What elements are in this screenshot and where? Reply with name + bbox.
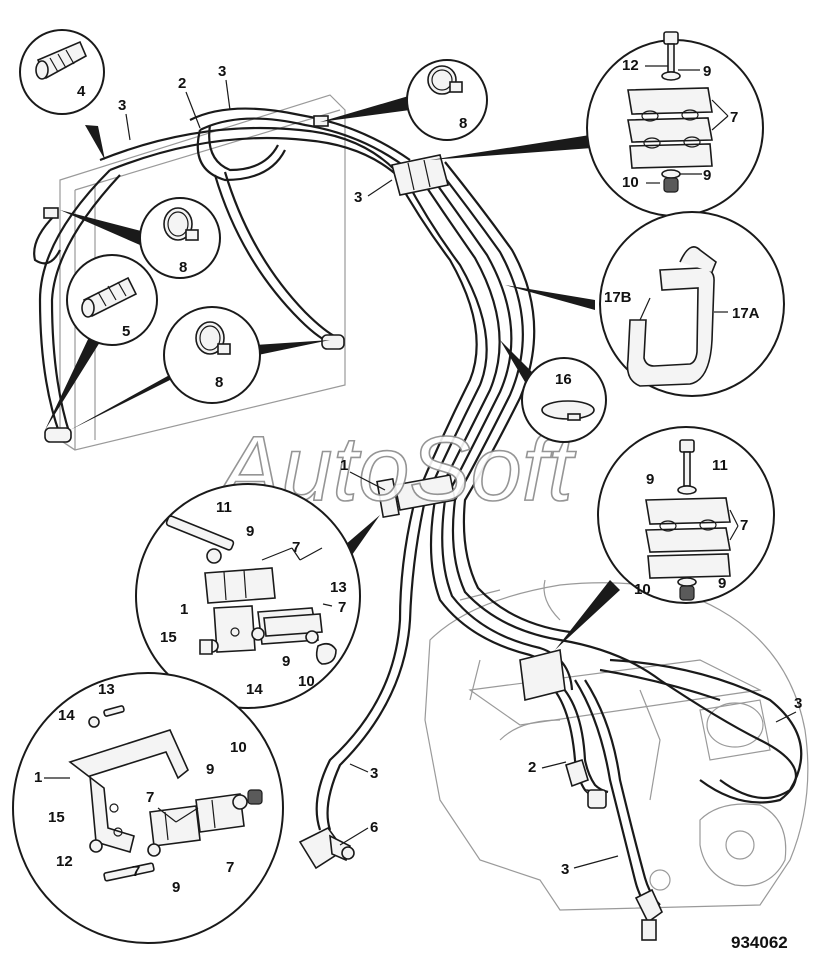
label-7-bl-c: 7 [226,859,234,876]
label-12-top: 12 [622,57,639,74]
label-16: 16 [555,371,572,388]
label-5: 5 [122,323,130,340]
label-8-mid: 8 [179,259,187,276]
label-15-bm: 15 [160,629,177,646]
label-11-mid: 11 [712,457,728,474]
label-10-mid: 10 [634,581,651,598]
bubble-sleeve-5: 5 [45,254,158,430]
label-14-bm: 14 [246,681,263,698]
label-3-right: 3 [794,695,802,712]
label-7-bm-a: 7 [292,539,300,556]
label-2-top: 2 [178,75,186,92]
bubble-bracket-assembly-mid: 11 9 7 13 1 7 15 9 14 10 [135,483,380,709]
bubble-clamp-stack-top: 12 9 7 9 10 [430,31,764,217]
label-13-bl: 13 [98,681,115,698]
bubble-bracket-17: 17B 17A [505,211,785,397]
label-11-bm: 11 [216,499,232,516]
label-6: 6 [370,819,378,836]
label-9-top-b: 9 [703,167,711,184]
label-7-mid: 7 [740,517,748,534]
label-10-bm: 10 [298,673,315,690]
label-17b: 17B [604,289,632,306]
label-17a: 17A [732,305,760,322]
label-7-bl-b: 7 [132,863,140,880]
label-3-bottom: 3 [370,765,378,782]
label-4: 4 [77,83,86,100]
label-12-bl: 12 [56,853,73,870]
bubble-bracket-assembly-low: 13 14 10 1 9 7 15 7 7 12 9 [12,672,284,944]
label-7-bl-a: 7 [146,789,154,806]
label-3-clip: 3 [354,189,362,206]
bubble-clamp-8-low: 8 [70,306,330,430]
label-1-bl: 1 [34,769,42,786]
label-9-bm-a: 9 [246,523,254,540]
figure-reference-number: 934062 [731,933,788,952]
label-9-bm-b: 9 [282,653,290,670]
bubble-clamp-8-mid: 8 [60,197,221,279]
label-3-lower: 3 [561,861,569,878]
hose-fittings [43,115,664,941]
label-10-bl: 10 [230,739,247,756]
label-8-low: 8 [215,374,223,391]
label-3-top: 3 [218,63,226,80]
label-3-left: 3 [118,97,126,114]
label-14-bl: 14 [58,707,75,724]
label-9-bl-a: 9 [206,761,214,778]
label-1-bm: 1 [180,601,188,618]
label-7-top: 7 [730,109,738,126]
label-9-mid-b: 9 [718,575,726,592]
label-2-bottom: 2 [528,759,536,776]
label-9-bl-b: 9 [172,879,180,896]
label-9-mid-a: 9 [646,471,654,488]
label-1-mid: 1 [340,457,348,474]
label-8-top: 8 [459,115,467,132]
label-7-bm-b: 7 [338,599,346,616]
main-callouts: 2 3 3 3 1 3 6 2 3 3 [118,63,802,878]
bubble-clamp-stack-mid: 9 11 7 9 10 [555,426,775,650]
bubble-sleeve-4: 4 [19,29,105,160]
label-13-bm: 13 [330,579,347,596]
bubble-strap-16: 16 [500,340,607,443]
label-9-top-a: 9 [703,63,711,80]
transmission-housing [424,579,809,911]
label-15-bl: 15 [48,809,65,826]
label-10-top: 10 [622,174,639,191]
bubble-clamp-8-top: 8 [320,59,488,141]
